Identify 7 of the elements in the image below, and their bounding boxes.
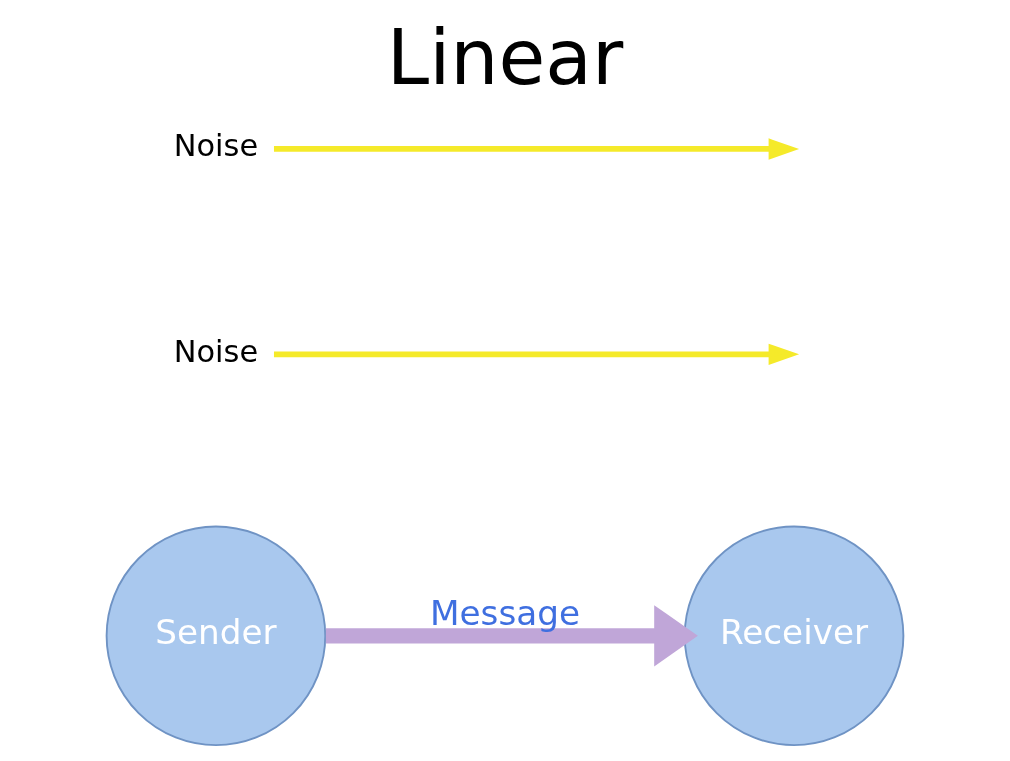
node-text: Noise	[173, 128, 259, 164]
node-text: Noise	[173, 333, 259, 369]
edge-label: Message	[430, 593, 580, 634]
diagram-title: Linear	[386, 13, 624, 103]
node-circle: Receiver	[683, 525, 905, 747]
arrow	[325, 605, 698, 667]
node-circle: Sender	[105, 525, 327, 747]
